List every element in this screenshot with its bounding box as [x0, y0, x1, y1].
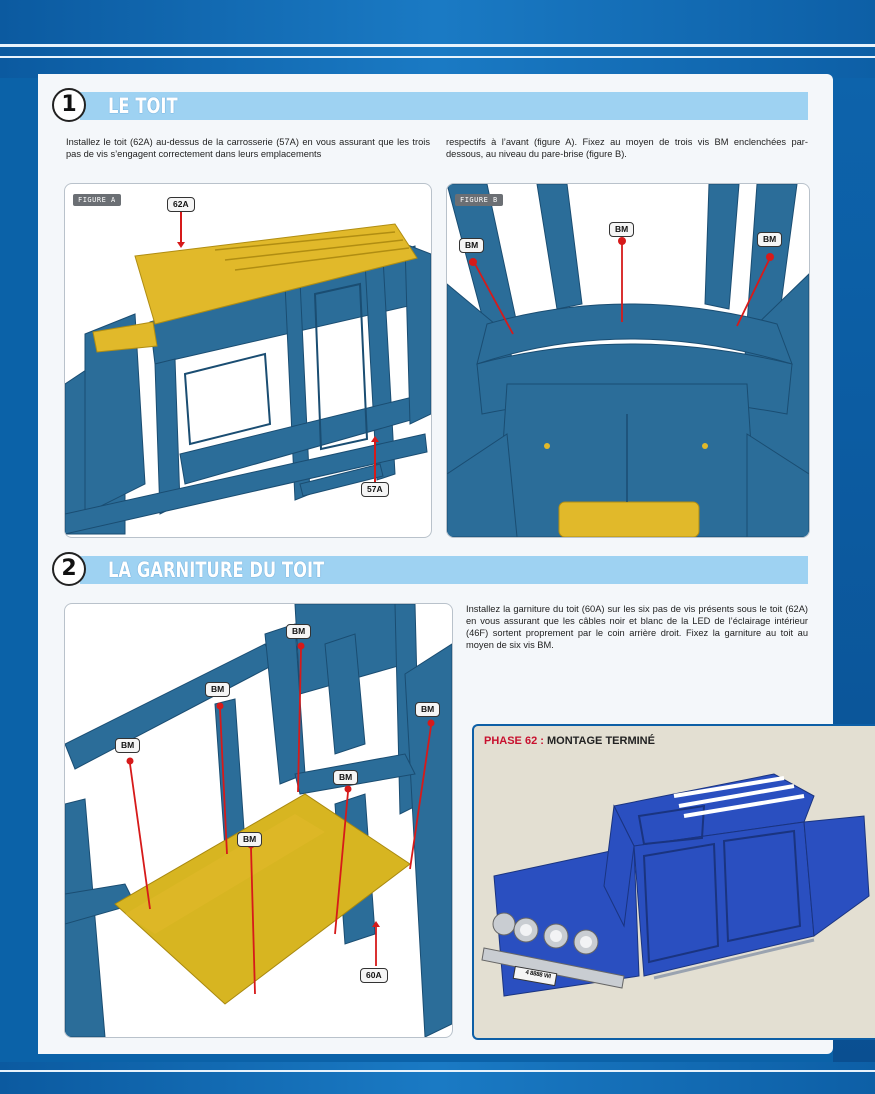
- label-bm-right: BM: [757, 232, 783, 247]
- section-2-title: LA GARNITURE DU TOIT: [108, 558, 325, 582]
- phase-number: PHASE 62 :: [484, 735, 544, 747]
- label-bm-6: BM: [415, 702, 441, 717]
- section-2-header: 2 LA GARNITURE DU TOIT: [52, 552, 808, 586]
- label-60a: 60A: [360, 968, 388, 983]
- section-1-title: LE TOIT: [108, 94, 178, 118]
- figure-a-panel: FIGURE A 62A 57A: [64, 183, 432, 538]
- figure-lining-illustration: [65, 604, 452, 1037]
- label-bm-4: BM: [333, 770, 359, 785]
- top-stripe: [0, 44, 875, 47]
- label-bm-5: BM: [237, 832, 263, 847]
- figure-b-tag: FIGURE B: [455, 194, 503, 206]
- section-1-text-left: Installez le toit (62A) au-dessus de la …: [66, 137, 430, 159]
- bottom-banner: [0, 1062, 875, 1094]
- phase-title: PHASE 62 : MONTAGE TERMINÉ: [484, 735, 655, 747]
- label-57a: 57A: [361, 482, 389, 497]
- figure-lining-panel: BM BM BM BM BM BM 60A: [64, 603, 453, 1038]
- section-2-text: Installez la garniture du toit (60A) sur…: [466, 604, 808, 650]
- top-banner: [0, 0, 875, 78]
- figure-b-illustration: [447, 184, 809, 537]
- bottom-stripe: [0, 1070, 875, 1072]
- top-stripe-thin: [0, 56, 875, 58]
- label-bm-center: BM: [609, 222, 635, 237]
- label-bm-left: BM: [459, 238, 485, 253]
- section-1-number: 1: [52, 88, 86, 122]
- figure-b-panel: FIGURE B BM BM BM: [446, 183, 810, 538]
- label-62a: 62A: [167, 197, 195, 212]
- figure-a-tag: FIGURE A: [73, 194, 121, 206]
- phase-complete-panel: PHASE 62 : MONTAGE TERMINÉ 4 8888 WI: [472, 724, 875, 1040]
- section-1-text-right: respectifs à l’avant (figure A). Fixez a…: [446, 137, 808, 159]
- finished-car-illustration: [481, 773, 870, 997]
- section-2-number: 2: [52, 552, 86, 586]
- section-2-bar: [80, 556, 808, 584]
- label-bm-3: BM: [286, 624, 312, 639]
- label-bm-2: BM: [205, 682, 231, 697]
- label-bm-1: BM: [115, 738, 141, 753]
- section-1-header: 1 LE TOIT: [52, 88, 808, 122]
- section-1-bar: [80, 92, 808, 120]
- phase-status: MONTAGE TERMINÉ: [546, 735, 655, 747]
- figure-a-illustration: [65, 212, 431, 535]
